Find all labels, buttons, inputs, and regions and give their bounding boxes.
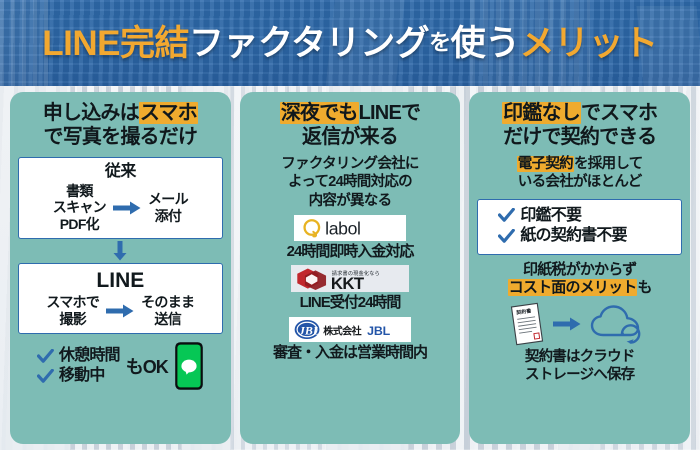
- check-icon: [498, 228, 516, 243]
- check-icon: [498, 208, 516, 223]
- panel-contract-heading: 印鑑なしでスマホ だけで契約できる: [477, 102, 682, 149]
- kkt-caption: LINE受付24時間: [299, 294, 402, 312]
- list-item-label: 休憩時間: [58, 347, 121, 365]
- list-item-label: 印鑑不要: [520, 206, 582, 224]
- title-part-factoring: ファクタリング: [189, 23, 430, 63]
- header-building-shape: [470, 0, 590, 86]
- svg-text:JBL: JBL: [367, 324, 390, 338]
- legacy-flow-left: 書類 スキャン PDF化: [52, 182, 107, 232]
- panel-reply-subtext: ファクタリング会社に よって24時間対応の 内容が異なる: [281, 156, 419, 209]
- line-flow-box: LINE スマホで 撮影 そのまま 送信: [18, 263, 223, 335]
- contract-check-list: 印鑑不要 紙の契約書不要: [484, 207, 675, 246]
- heading-highlight-midnight: 深夜でも: [279, 102, 359, 124]
- legacy-flow-row: 書類 スキャン PDF化 メール 添付: [25, 183, 216, 233]
- heading-text-pre: 申し込みは: [42, 102, 140, 124]
- line-flow-left: スマホで 撮影: [46, 294, 100, 327]
- cloud-storage-caption: 契約書はクラウド ストレージへ保存: [524, 349, 635, 383]
- legacy-flow-box: 従来 書類 スキャン PDF化 メール 添付: [18, 157, 223, 240]
- heading-text-line2: だけで契約できる: [503, 125, 657, 148]
- kkt-logo-mark: 請求書の現金化なら KKT: [297, 268, 380, 291]
- check-icon: [36, 369, 54, 383]
- line-smartphone-icon: [174, 342, 203, 391]
- line-flow-right: そのまま 送信: [141, 294, 195, 327]
- list-item: 休憩時間: [36, 347, 121, 365]
- subtext-highlight-e-contract: 電子契約: [516, 156, 574, 173]
- panel-application: 申し込みはスマホ で写真を撮るだけ 従来 書類 スキャン PDF化 メール 添付…: [10, 92, 231, 444]
- line-flow-title: LINE: [96, 269, 145, 293]
- title-part-line-kanketsu: LINE完結: [42, 23, 190, 63]
- svg-text:請求書の現金化なら: 請求書の現金化なら: [332, 269, 380, 277]
- panel-application-heading: 申し込みはスマホ で写真を撮るだけ: [18, 102, 223, 149]
- stamp-tax-note: 印紙税がかからず コスト面のメリットも: [477, 261, 682, 298]
- title-part-tsukau: 使う: [450, 23, 521, 63]
- ok-label: もOK: [125, 357, 169, 378]
- cloud-sync-icon: [590, 305, 641, 344]
- list-item-label: 紙の契約書不要: [520, 227, 627, 245]
- note-highlight-cost-merit: コスト面のメリット: [507, 278, 638, 296]
- check-icon: [36, 348, 54, 363]
- heading-highlight-smartphone: スマホ: [138, 102, 198, 124]
- header-band: [0, 0, 700, 86]
- contract-benefit-box: 印鑑不要 紙の契約書不要: [477, 198, 683, 255]
- heading-text-post: でスマホ: [580, 102, 658, 124]
- arrow-right-icon: [552, 317, 581, 331]
- svg-text:契約書: 契約書: [515, 307, 532, 316]
- panel-application-footer: 休憩時間 移動中 もOK: [18, 341, 223, 391]
- title-part-wo: を: [429, 30, 451, 55]
- heading-text-line2: で写真を撮るだけ: [43, 125, 198, 148]
- jbl-logo: JBL 株式会社 JBL: [289, 316, 411, 342]
- arrow-right-icon: [106, 304, 134, 318]
- svg-text:株式会社: 株式会社: [323, 324, 361, 337]
- page-title: LINE完結ファクタリングを使うメリット: [0, 0, 700, 86]
- heading-highlight-no-seal: 印鑑なし: [502, 102, 581, 124]
- panel-reply-heading: 深夜でもLINEで 返信が来る: [248, 102, 453, 149]
- title-part-merit: メリット: [519, 23, 659, 63]
- jbl-logo-mark: JBL 株式会社 JBL: [294, 319, 391, 340]
- kkt-logo: 請求書の現金化なら KKT: [291, 265, 409, 293]
- panel-contract: 印鑑なしでスマホ だけで契約できる 電子契約を採用して いる会社がほとんど 印鑑…: [469, 92, 691, 444]
- legacy-flow-title: 従来: [104, 163, 137, 181]
- heading-text-line2: 返信が来る: [302, 125, 399, 148]
- contract-document-icon: 契約書: [510, 302, 543, 346]
- subtext-line2: いる会社がほとんど: [517, 174, 642, 191]
- svg-text:labol: labol: [325, 219, 360, 239]
- list-item-label: 移動中: [58, 367, 105, 385]
- line-flow-row: スマホで 撮影 そのまま 送信: [25, 294, 216, 327]
- svg-text:KKT: KKT: [331, 275, 365, 291]
- panel-contract-subtext: 電子契約を採用して いる会社がほとんど: [477, 155, 682, 192]
- panel-reply: 深夜でもLINEで 返信が来る ファクタリング会社に よって24時間対応の 内容…: [239, 92, 461, 444]
- stamp-tax-note-line1: 印紙税がかからず: [523, 260, 637, 278]
- availability-check-list: 休憩時間 移動中: [36, 347, 121, 386]
- labol-logo: labol: [294, 214, 406, 241]
- list-item: 紙の契約書不要: [498, 227, 628, 245]
- header-building-shape: [0, 0, 48, 86]
- jbl-caption: 審査・入金は営業時間内: [273, 343, 428, 361]
- svg-text:JBL: JBL: [298, 323, 320, 337]
- arrow-right-icon: [112, 201, 141, 215]
- subtext-post: を採用して: [573, 156, 643, 173]
- cloud-storage-flow: 契約書: [509, 302, 651, 346]
- arrow-down-icon: [113, 241, 127, 261]
- labol-logo-mark: labol: [303, 219, 361, 239]
- labol-caption: 24時間即時入金対応: [286, 242, 415, 260]
- panel-container: 申し込みはスマホ で写真を撮るだけ 従来 書類 スキャン PDF化 メール 添付…: [0, 92, 700, 444]
- note-post: も: [637, 278, 652, 296]
- heading-text-post: LINEで: [358, 102, 421, 124]
- legacy-flow-right: メール 添付: [147, 191, 189, 224]
- list-item: 印鑑不要: [498, 206, 582, 225]
- list-item: 移動中: [36, 367, 120, 385]
